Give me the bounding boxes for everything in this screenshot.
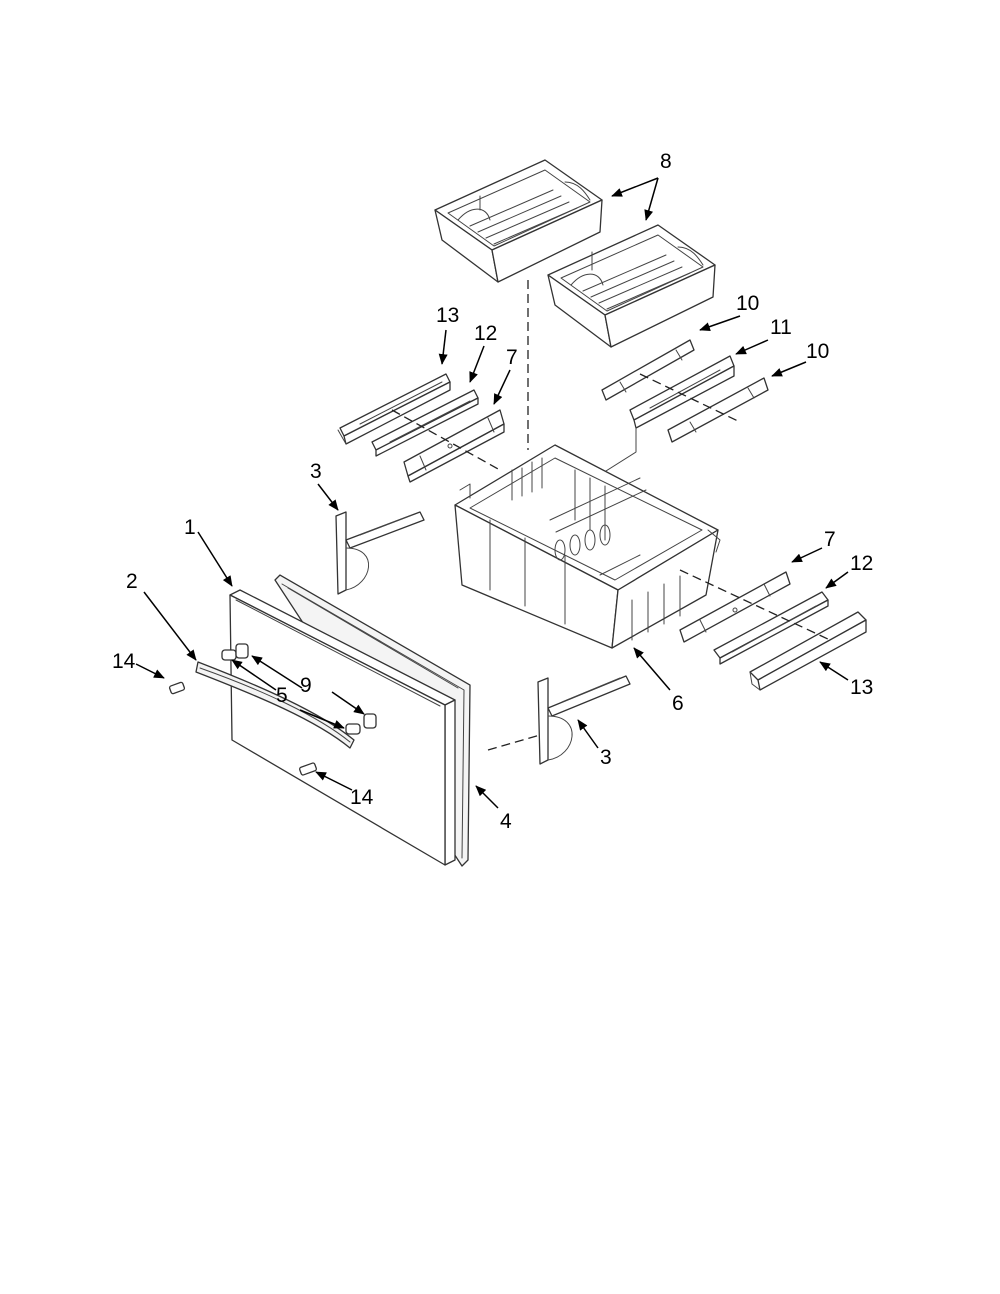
callout-1: 1 <box>184 516 196 539</box>
callout-10-bottom: 10 <box>806 340 829 363</box>
support-bracket-upper <box>335 511 425 595</box>
handle-mount-left <box>221 643 249 661</box>
callout-7-top: 7 <box>506 346 518 369</box>
upper-basket-left <box>434 159 603 283</box>
callout-14-top: 14 <box>112 650 136 673</box>
rail-slide-lower-right <box>713 591 829 665</box>
callout-4: 4 <box>500 810 512 833</box>
rail-bracket-right-top <box>601 339 695 401</box>
callout-5: 5 <box>276 684 288 707</box>
callout-3-top: 3 <box>310 460 322 483</box>
screw-upper <box>168 681 186 695</box>
rail-cover-lower-right <box>749 611 867 691</box>
callout-labels: 8 10 11 10 13 12 7 3 1 2 14 9 5 14 4 6 3… <box>112 150 873 833</box>
callout-13-top: 13 <box>436 304 459 327</box>
callout-12-top: 12 <box>474 322 497 345</box>
rail-slide-left <box>371 389 479 457</box>
rail-bracket-right-bottom <box>667 377 769 443</box>
callout-10-top: 10 <box>736 292 759 315</box>
support-alignment-line <box>487 734 541 751</box>
support-bracket-lower <box>537 675 631 765</box>
rail-bracket-lower-right <box>679 571 791 643</box>
callout-13-bottom: 13 <box>850 676 873 699</box>
callout-2: 2 <box>126 570 138 593</box>
door-handle <box>195 661 355 749</box>
callout-6: 6 <box>672 692 684 715</box>
rail-center <box>629 355 735 441</box>
callout-9: 9 <box>300 674 312 697</box>
rail-right-alignment-line <box>639 373 741 423</box>
upper-basket-right <box>547 224 716 348</box>
callout-14-bottom: 14 <box>350 786 374 809</box>
callout-11: 11 <box>770 316 792 339</box>
callout-7-bottom: 7 <box>824 528 836 551</box>
rail-bracket-left <box>403 409 505 483</box>
callout-12-bottom: 12 <box>850 552 873 575</box>
callout-8: 8 <box>660 150 672 173</box>
freezer-drawer-bin <box>454 444 721 649</box>
screw-lower <box>299 762 317 776</box>
handle-mount-right <box>345 713 377 735</box>
rail-left-alignment-line <box>391 409 501 471</box>
callout-3-bottom: 3 <box>600 746 612 769</box>
leader-lines <box>135 177 849 809</box>
